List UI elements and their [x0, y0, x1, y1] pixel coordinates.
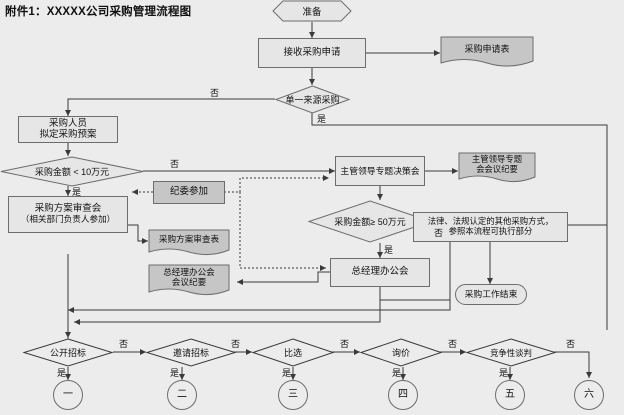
node-single-source[interactable]: [274, 85, 351, 114]
edge-label-comparison-no: 否: [340, 339, 350, 349]
node-plan-review-line2: （相关部门负责人参加）: [20, 214, 116, 225]
edge-label-invite-bid-yes: 是: [170, 368, 180, 378]
node-buyer-plan[interactable]: 采购人员 拟定采购预案: [18, 116, 118, 143]
node-leader-minutes-label: 主管领导专题 会会议纪要: [458, 152, 536, 178]
edge-label-single-source-yes: 是: [317, 114, 327, 124]
node-plan-review-line1: 采购方案审查会: [34, 203, 102, 215]
node-plan-review-form[interactable]: [148, 229, 230, 257]
node-comparison-label: 比选: [283, 348, 302, 358]
node-gm-office[interactable]: 总经理办公会: [330, 258, 430, 287]
node-single-source-label: 单一来源采购: [285, 95, 340, 105]
edge-label-amount-lt-10-yes: 是: [72, 187, 82, 197]
node-inquiry[interactable]: [359, 338, 443, 367]
node-leader-decision[interactable]: 主管领导专题决策会: [335, 156, 425, 186]
edge-label-amount-lt-10-no: 否: [170, 159, 180, 169]
node-work-end[interactable]: 采购工作结束: [455, 284, 527, 305]
node-invite-bid[interactable]: [145, 338, 237, 367]
edge-label-public-bid-yes: 是: [57, 368, 67, 378]
edge-label-negotiation-yes: 是: [499, 368, 509, 378]
node-out-4[interactable]: 四: [388, 380, 418, 410]
node-gm-office-minutes[interactable]: [148, 264, 230, 298]
node-buyer-plan-line2: 拟定采购预案: [39, 128, 97, 140]
node-leader-decision-label: 主管领导专题决策会: [340, 165, 420, 176]
node-out-2-label: 二: [177, 389, 187, 401]
node-public-bid-label: 公开招标: [49, 348, 86, 358]
edge-label-amount-ge-50-yes: 是: [384, 245, 394, 255]
edge-label-inquiry-no: 否: [448, 339, 458, 349]
node-receive-request[interactable]: 接收采购申请: [258, 38, 366, 68]
edge-label-comparison-yes: 是: [282, 368, 292, 378]
node-out-1[interactable]: 一: [53, 380, 83, 410]
node-gm-office-minutes-label: 总经理办公会 会议纪要: [148, 264, 230, 291]
node-competitive-negotiation-label: 竞争性谈判: [490, 347, 532, 358]
node-other-methods-line1: 法律、法规认定的其他采购方式，: [427, 216, 554, 227]
node-out-6-label: 六: [584, 389, 594, 401]
node-out-5-label: 五: [505, 389, 515, 401]
node-invite-bid-label: 邀请招标: [172, 348, 209, 358]
node-leader-minutes[interactable]: [458, 152, 536, 185]
node-plan-review[interactable]: 采购方案审查会 （相关部门负责人参加）: [8, 196, 128, 233]
node-competitive-negotiation[interactable]: [465, 338, 557, 367]
node-discipline-join[interactable]: 纪委参加: [153, 181, 225, 204]
node-buyer-plan-line1: 采购人员: [48, 117, 87, 129]
edge-label-amount-ge-50-no: 否: [434, 228, 444, 238]
node-discipline-join-label: 纪委参加: [169, 186, 208, 198]
edge-label-invite-bid-no: 否: [231, 339, 241, 349]
edge-label-public-bid-no: 否: [119, 339, 129, 349]
node-amount-ge-50[interactable]: [307, 200, 433, 243]
node-receive-request-label: 接收采购申请: [283, 46, 341, 58]
node-plan-review-form-label: 采购方案审查表: [158, 234, 220, 245]
node-comparison[interactable]: [251, 338, 335, 367]
node-public-bid[interactable]: [22, 338, 114, 367]
node-out-3-label: 三: [288, 389, 298, 401]
node-other-methods[interactable]: 法律、法规认定的其他采购方式， 参照本流程可执行部分: [413, 212, 568, 242]
node-gm-office-minutes-line1: 总经理办公会: [163, 266, 215, 277]
node-other-methods-line2: 参照本流程可执行部分: [448, 226, 533, 236]
node-amount-ge-50-label: 采购金额≥ 50万元: [334, 217, 406, 227]
node-amount-lt-10-label: 采购金额 < 10万元: [34, 167, 110, 177]
node-out-5[interactable]: 五: [495, 380, 525, 410]
node-out-2[interactable]: 二: [167, 380, 197, 410]
node-leader-minutes-line1: 主管领导专题: [471, 154, 523, 165]
node-out-3[interactable]: 三: [278, 380, 308, 410]
edge-label-single-source-no: 否: [210, 88, 220, 98]
node-amount-lt-10[interactable]: [0, 156, 144, 187]
node-prepare[interactable]: [272, 0, 352, 22]
node-prepare-label: 准备: [302, 7, 322, 18]
node-request-form-label: 采购申请表: [464, 43, 510, 54]
node-out-6[interactable]: 六: [574, 380, 604, 410]
edge-label-inquiry-yes: 是: [392, 368, 402, 378]
edge-label-negotiation-no: 否: [566, 339, 576, 349]
node-work-end-label: 采购工作结束: [464, 289, 518, 300]
node-gm-office-label: 总经理办公会: [351, 266, 409, 278]
node-out-1-label: 一: [63, 389, 73, 401]
node-gm-office-minutes-line2: 会议纪要: [171, 276, 207, 287]
node-leader-minutes-line2: 会会议纪要: [476, 164, 518, 174]
node-request-form[interactable]: [440, 36, 534, 68]
node-inquiry-label: 询价: [391, 348, 410, 358]
node-out-4-label: 四: [398, 389, 408, 401]
page-title: 附件1：XXXXX公司采购管理流程图: [5, 6, 192, 18]
